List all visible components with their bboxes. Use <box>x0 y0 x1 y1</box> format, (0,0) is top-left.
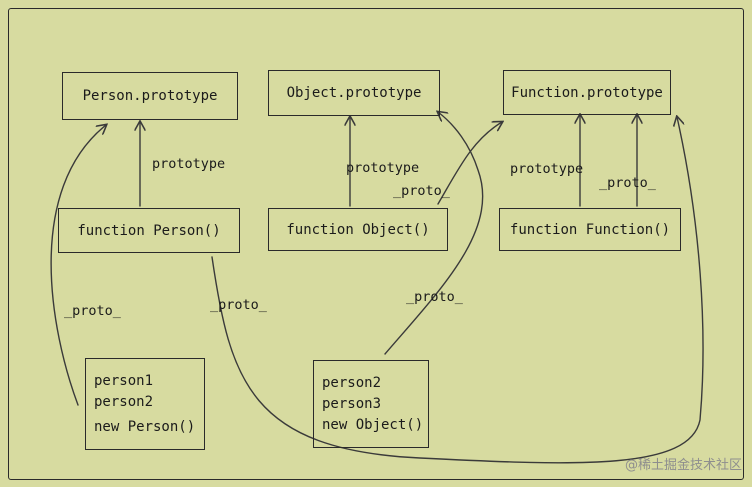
instance-label: person2 <box>322 374 382 391</box>
diagram-frame <box>8 8 744 480</box>
function-object-text: function Object() <box>286 221 430 238</box>
person-prototype-box: Person.prototype <box>62 72 238 120</box>
proto-label-person-fn: _proto_ <box>210 297 267 313</box>
prototype-label-function: prototype <box>510 161 584 177</box>
person-instances-box: person1 person2 new Person() <box>85 358 205 450</box>
arrow-person-fn-proto <box>211 117 704 464</box>
arrow-object-instances-proto <box>384 112 484 355</box>
person-prototype-text: Person.prototype <box>82 88 218 104</box>
proto-label-object-instances: _proto_ <box>406 289 463 305</box>
function-prototype-box: Function.prototype <box>503 70 671 115</box>
proto-label-function-fn: _proto_ <box>599 175 656 191</box>
arrow-person-instances-proto <box>50 125 106 406</box>
arrow-object-fn-proto <box>437 122 502 205</box>
instance-label: person2 <box>94 393 154 410</box>
object-prototype-box: Object.prototype <box>268 70 440 116</box>
function-prototype-text: Function.prototype <box>511 84 663 101</box>
prototype-label-person: prototype <box>152 156 226 172</box>
instance-label: new Object() <box>322 416 424 433</box>
function-function-text: function Function() <box>509 221 671 238</box>
function-object-box: function Object() <box>268 208 448 251</box>
proto-label-object-fn: _proto_ <box>393 183 450 199</box>
prototype-label-object: prototype <box>346 160 420 176</box>
instance-label: person1 <box>94 372 154 389</box>
instance-label: new Person() <box>94 418 196 435</box>
instance-label: person3 <box>322 395 382 412</box>
watermark: @稀土掘金技术社区 <box>624 458 742 473</box>
function-function-box: function Function() <box>499 208 681 251</box>
function-person-text: function Person() <box>77 222 221 239</box>
object-instances-box: person2 person3 new Object() <box>313 360 429 448</box>
function-person-box: function Person() <box>58 208 240 253</box>
object-prototype-text: Object.prototype <box>286 85 422 101</box>
proto-label-person-instances: _proto_ <box>64 303 121 319</box>
